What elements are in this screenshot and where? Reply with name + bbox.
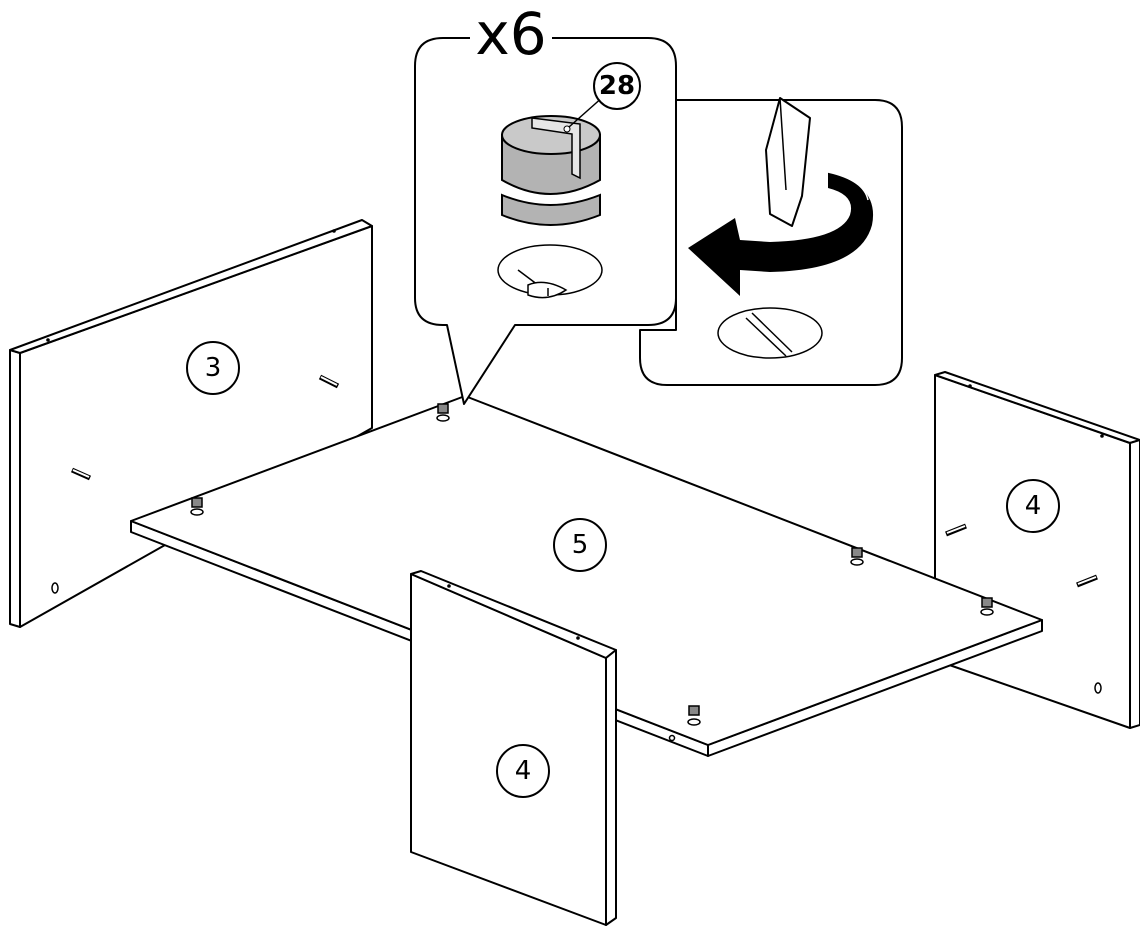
part-number-circle bbox=[186, 341, 240, 395]
panel-right: 4 bbox=[934, 371, 1140, 729]
cam-fitting-icon: 28 bbox=[501, 62, 641, 226]
part-number-circle bbox=[553, 518, 607, 572]
part-label-left: 3 bbox=[205, 353, 222, 383]
part-number-circle bbox=[496, 744, 550, 798]
part-number-circle bbox=[1006, 479, 1060, 533]
screwdriver-icon bbox=[765, 97, 811, 227]
part-label-front: 4 bbox=[515, 756, 532, 786]
cam-lock-icon bbox=[190, 497, 204, 516]
part-label-right: 4 bbox=[1025, 491, 1042, 521]
cam-lock-icon bbox=[687, 705, 701, 726]
dowel-icon bbox=[70, 467, 92, 481]
cam-lock-icon bbox=[850, 547, 864, 566]
part-label-bottom: 5 bbox=[572, 530, 589, 560]
part-badge-circle bbox=[593, 62, 641, 110]
cam-lock-icon bbox=[980, 597, 994, 616]
dowel-icon bbox=[945, 523, 967, 537]
screwdriver-detail-box bbox=[639, 97, 903, 386]
dowel-icon bbox=[1076, 574, 1098, 588]
quantity-label: x6 bbox=[475, 0, 546, 68]
part-badge-label: 28 bbox=[599, 71, 635, 101]
cam-hole-icon bbox=[497, 244, 603, 299]
cam-lock-icon bbox=[436, 403, 450, 422]
dowel-icon bbox=[318, 374, 340, 389]
callout-bubble: x6 28 bbox=[414, 0, 677, 405]
panel-front: 4 bbox=[410, 570, 617, 926]
rotate-arrow-icon bbox=[688, 171, 874, 296]
panel-left: 3 bbox=[9, 219, 373, 628]
